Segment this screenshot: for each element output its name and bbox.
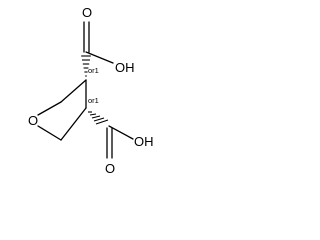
bond-lower-carbon-to-hydroxyl bbox=[108, 125, 134, 140]
hashed-wedge-bond-lower bbox=[88, 111, 109, 125]
lower-carbonyl-oxygen-label: O bbox=[105, 161, 115, 176]
bond-upper-ch2-to-upper-stereocenter bbox=[60, 79, 87, 103]
bond-lower-ch2-to-ring-oxygen bbox=[37, 125, 62, 141]
bond-upper-carbon-to-hydroxyl bbox=[85, 51, 114, 64]
bond-ring-oxygen-to-upper-ch2 bbox=[37, 101, 62, 116]
ring-oxygen-label: O bbox=[28, 113, 38, 128]
bond-lower-stereocenter-to-lower-ch2 bbox=[60, 107, 87, 141]
upper-carbonyl-oxygen-label: O bbox=[82, 5, 92, 20]
hashed-wedge-bond-upper bbox=[81, 55, 91, 77]
chemical-structure-diagram: O O OH OH O or1 or1 bbox=[28, 5, 154, 176]
lower-stereo-descriptor: or1 bbox=[88, 96, 99, 105]
upper-hydroxyl-label: OH bbox=[115, 60, 135, 75]
lower-hydroxyl-label: OH bbox=[134, 134, 154, 149]
upper-stereo-descriptor: or1 bbox=[88, 66, 99, 75]
